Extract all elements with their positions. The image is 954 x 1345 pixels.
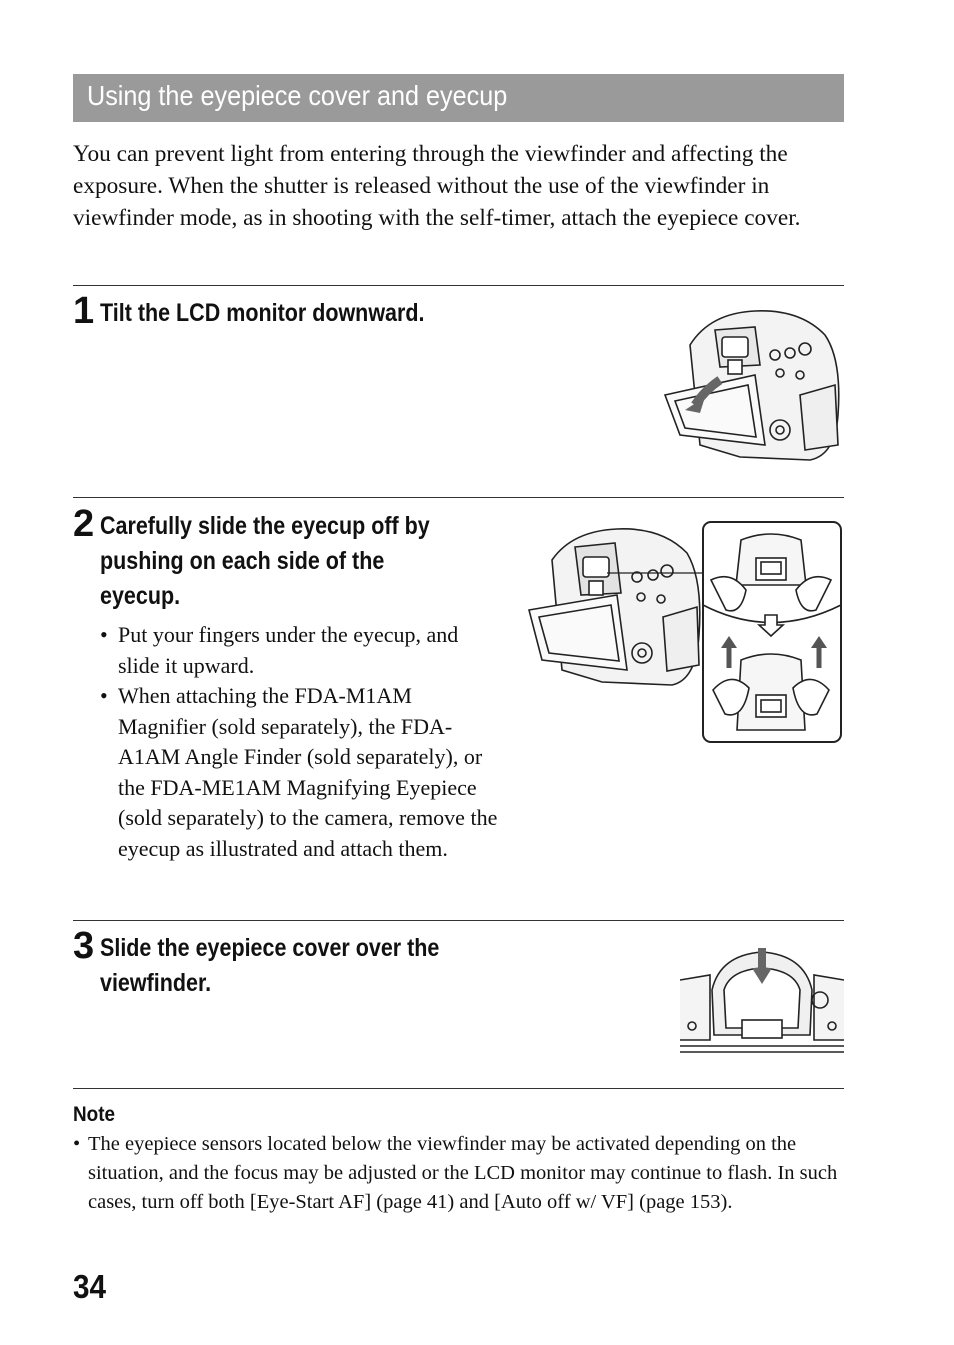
step-2-bullet-list: Put your fingers under the eyecup, and s… [100, 620, 500, 864]
divider [73, 1088, 844, 1089]
step-3-heading: Slide the eyepiece cover over the viewfi… [100, 931, 439, 1001]
step-2-heading-line: Carefully slide the eyecup off by [100, 512, 430, 540]
camera-tilt-lcd-illustration [663, 310, 840, 461]
divider [73, 920, 844, 921]
note-list: The eyepiece sensors located below the v… [73, 1130, 838, 1217]
step-2-heading-line: pushing on each side of the [100, 547, 385, 575]
step-3-number: 3 [73, 925, 95, 967]
divider [73, 285, 844, 286]
step-1-number: 1 [73, 290, 95, 332]
step-2-heading-line: eyecup. [100, 582, 181, 610]
camera-eyecup-illustration [528, 528, 705, 686]
list-item: The eyepiece sensors located below the v… [73, 1130, 838, 1217]
note-label: Note [73, 1103, 116, 1126]
divider [73, 497, 844, 498]
eyepiece-cover-illustration [680, 948, 844, 1053]
section-header-bar [73, 74, 844, 122]
section-title: Using the eyepiece cover and eyecup [87, 80, 508, 111]
step-2-number: 2 [73, 503, 95, 545]
eyecup-removal-detail-illustration [702, 521, 842, 743]
intro-paragraph: You can prevent light from entering thro… [73, 141, 801, 231]
step-1-heading: Tilt the LCD monitor downward. [100, 299, 425, 327]
step-2-heading: Carefully slide the eyecup off by pushin… [100, 509, 430, 614]
list-item: Put your fingers under the eyecup, and s… [100, 620, 500, 681]
step-3-heading-line: viewfinder. [100, 969, 212, 997]
step-3-heading-line: Slide the eyepiece cover over the [100, 934, 440, 962]
page-number: 34 [73, 1268, 107, 1305]
list-item: When attaching the FDA-M1AM Magnifier (s… [100, 681, 500, 864]
